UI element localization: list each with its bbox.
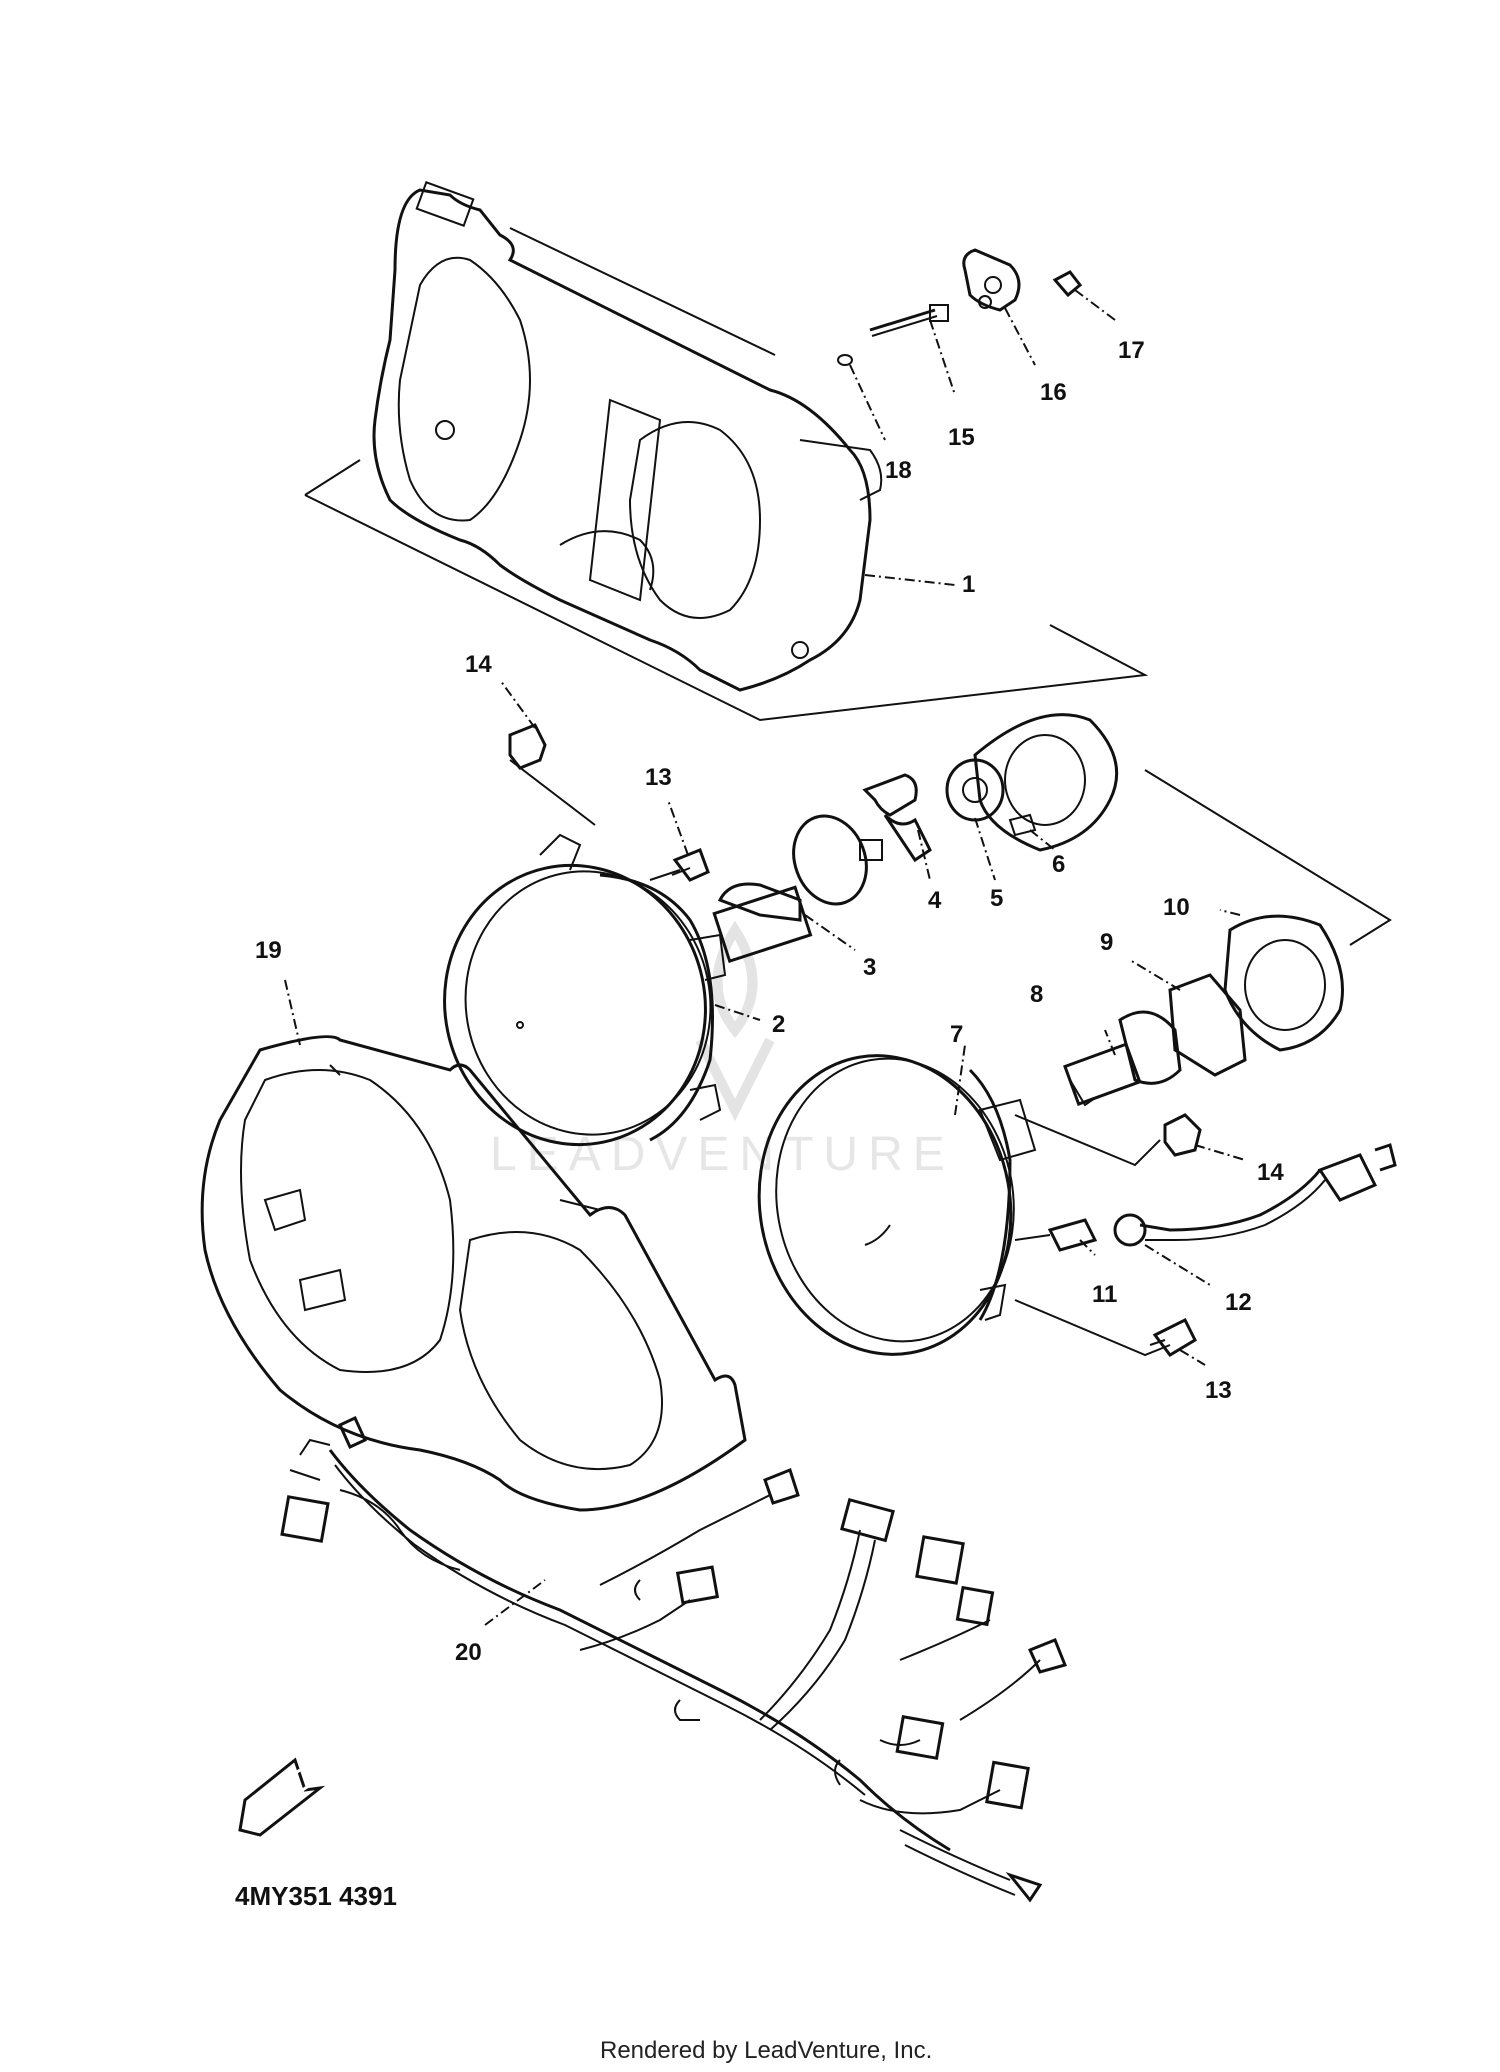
callout-4: 4 (928, 887, 942, 914)
callout-3: 3 (863, 954, 876, 981)
callout-13-right: 13 (1205, 1377, 1232, 1404)
callout-1: 1 (962, 571, 975, 598)
callout-18: 18 (885, 457, 912, 484)
callout-13-left: 13 (645, 764, 672, 791)
right-bulb-parts (1063, 914, 1344, 1107)
callout-16: 16 (1040, 379, 1067, 406)
fasteners-right (1014, 1113, 1397, 1357)
callout-10: 10 (1163, 894, 1190, 921)
left-bulb (712, 814, 883, 964)
callout-5: 5 (990, 885, 1003, 912)
front-direction-symbol (238, 1757, 326, 1837)
callout-6: 6 (1052, 851, 1065, 878)
footer-credit: Rendered by LeadVenture, Inc. (600, 2037, 932, 2064)
diagram-code: 4MY351 4391 (235, 1881, 397, 1911)
watermark-text: LEADVENTURE (490, 1128, 955, 1181)
headlight-housing (304, 181, 1149, 722)
callout-20: 20 (455, 1639, 482, 1666)
callout-14-right: 14 (1257, 1159, 1284, 1186)
bulb-holder-parts (862, 713, 1392, 946)
right-headlight-unit (757, 1054, 1171, 1357)
wire-harness (280, 1416, 1068, 1903)
watermark: LEADVENTURE (490, 920, 955, 1181)
callout-19: 19 (255, 937, 282, 964)
adjuster-assembly (837, 248, 1083, 366)
callout-14-left: 14 (465, 651, 492, 678)
callout-8: 8 (1030, 981, 1043, 1008)
headlight-bezel (200, 1035, 747, 1512)
callout-12: 12 (1225, 1289, 1252, 1316)
callout-7: 7 (950, 1021, 963, 1048)
callout-9: 9 (1100, 929, 1113, 956)
callout-17: 17 (1118, 337, 1145, 364)
callouts: 1 2 3 4 5 6 7 8 9 10 11 12 13 13 14 14 1… (255, 337, 1284, 1666)
leader-lines (284, 289, 1246, 1626)
callout-11: 11 (1092, 1281, 1117, 1308)
fasteners-left (508, 723, 710, 882)
left-headlight-unit (443, 833, 727, 1147)
callout-2: 2 (772, 1011, 785, 1038)
callout-15: 15 (948, 424, 975, 451)
